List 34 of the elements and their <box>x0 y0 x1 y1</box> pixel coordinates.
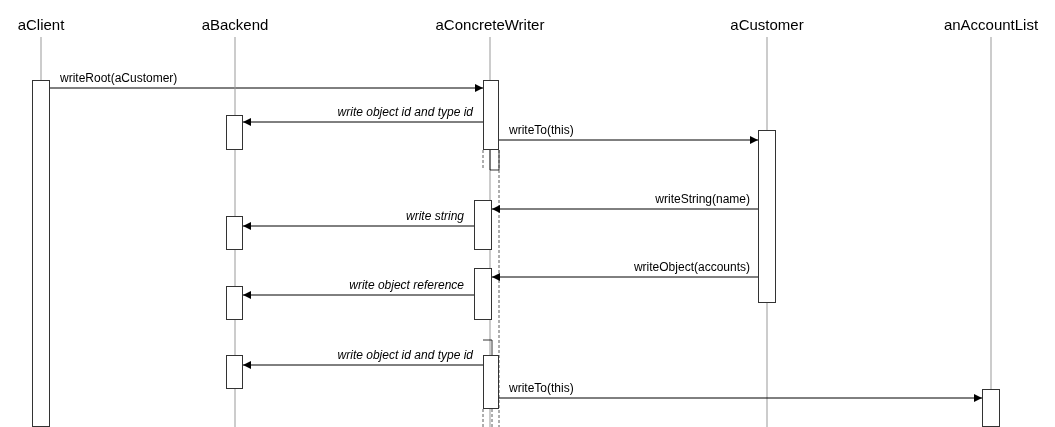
activation-bar <box>758 130 776 303</box>
message-arrow <box>498 136 759 144</box>
lifeline <box>766 35 768 131</box>
message-arrow <box>491 205 759 213</box>
activation-bar <box>483 80 499 150</box>
message-label: writeTo(this) <box>509 123 574 137</box>
message-label: writeString(name) <box>655 192 750 206</box>
message-arrow <box>242 118 484 126</box>
message-arrow <box>242 361 484 369</box>
activation-bar <box>226 286 243 320</box>
activation-bar <box>982 389 1000 427</box>
lifeline <box>990 35 992 390</box>
message-label: write object id and type id <box>337 348 473 362</box>
activation-bar <box>226 355 243 389</box>
message-arrow <box>242 222 475 230</box>
message-arrow <box>49 84 484 92</box>
activation-bar <box>32 80 50 427</box>
activation-bar <box>226 216 243 250</box>
message-label: write object reference <box>349 278 464 292</box>
message-label: write string <box>406 209 464 223</box>
message-arrow <box>242 291 475 299</box>
lifeline <box>489 35 491 81</box>
message-label: writeRoot(aCustomer) <box>60 71 178 85</box>
activation-bar <box>474 200 492 250</box>
message-label: writeObject(accounts) <box>633 260 750 274</box>
message-arrow <box>498 394 983 402</box>
lifeline <box>40 35 42 81</box>
activation-bar <box>474 268 492 320</box>
message-arrow <box>491 273 759 281</box>
message-label: writeTo(this) <box>509 381 574 395</box>
activation-bar <box>483 355 499 409</box>
lifeline <box>234 35 236 116</box>
message-label: write object id and type id <box>337 105 473 119</box>
activation-bar <box>226 115 243 150</box>
